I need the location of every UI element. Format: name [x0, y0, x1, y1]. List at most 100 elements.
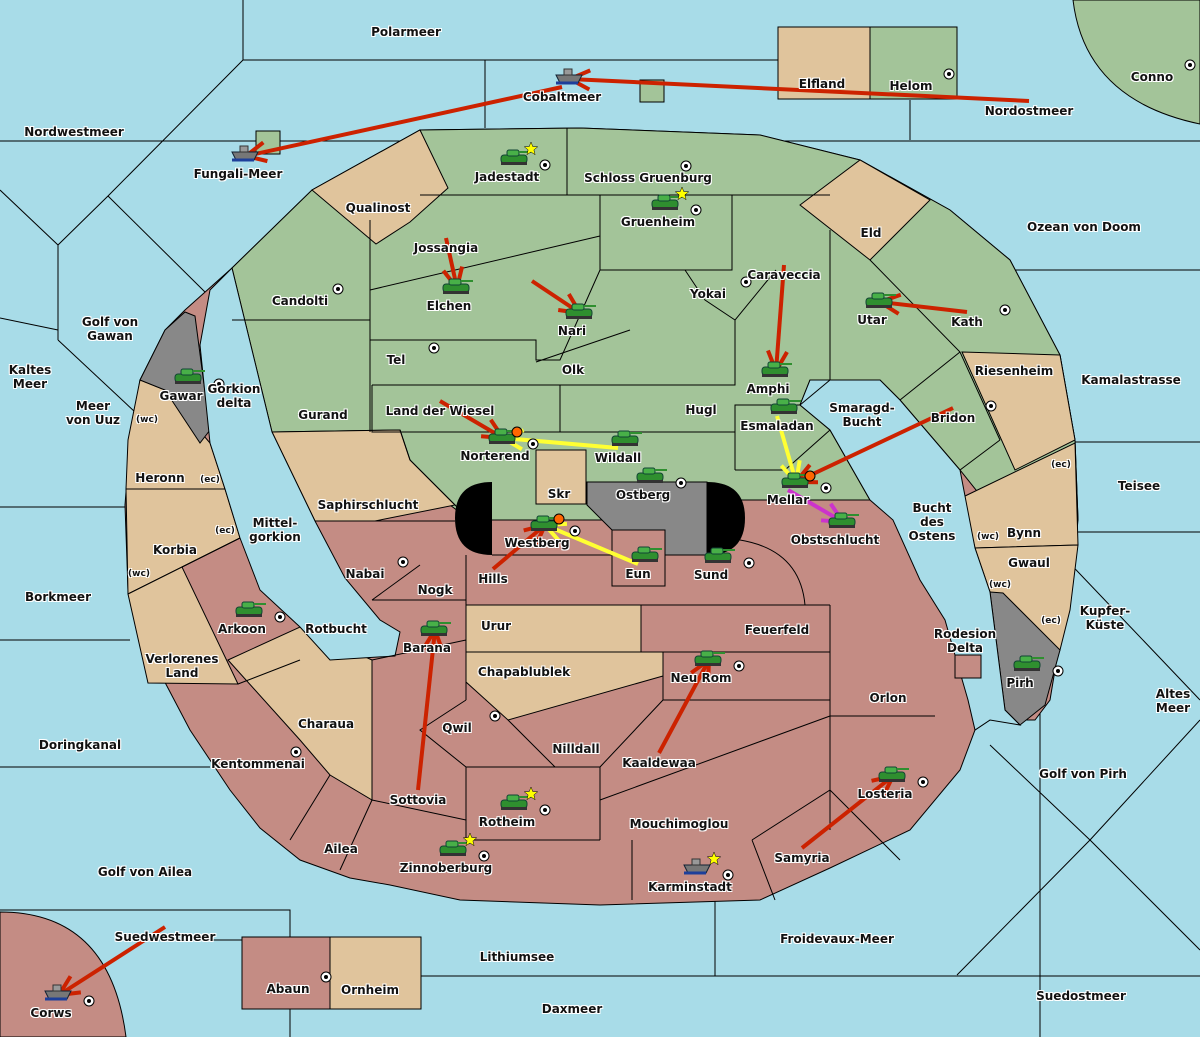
province-label-utar[interactable]: Utar	[857, 313, 887, 327]
province-corws[interactable]	[0, 911, 127, 1037]
sea-label-borkmeer[interactable]: Borkmeer	[25, 590, 91, 604]
fleet-icon[interactable]	[683, 858, 711, 875]
tank-icon[interactable]	[442, 278, 473, 294]
province-elfland[interactable]	[777, 26, 871, 100]
province-label-kaaldewaa[interactable]: Kaaldewaa	[622, 756, 696, 770]
province-qualinost[interactable]	[311, 129, 449, 245]
province-label-feuerfeld[interactable]: Feuerfeld	[744, 623, 810, 637]
tank-icon[interactable]	[636, 467, 667, 483]
province-label-saphirschlucht[interactable]: Saphirschlucht	[317, 498, 419, 512]
province-label-qwil[interactable]: Qwil	[442, 721, 472, 735]
province-label-ostberg[interactable]: Ostberg	[615, 488, 671, 502]
province-label-schloss-gruenburg[interactable]: Schloss Gruenburg	[584, 171, 712, 185]
province-label-land-der-wiesel[interactable]: Land der Wiesel	[385, 404, 495, 418]
province-label-kentommenai[interactable]: Kentommenai	[211, 757, 305, 771]
province-label-hugl[interactable]: Hugl	[685, 403, 717, 417]
province-label-nogk[interactable]: Nogk	[417, 583, 453, 597]
province-label-losteria[interactable]: Losteria	[857, 787, 913, 801]
fleet-icon[interactable]	[555, 68, 583, 85]
sea-label-daxmeer[interactable]: Daxmeer	[541, 1002, 603, 1016]
tank-icon[interactable]	[439, 840, 470, 856]
province-label-conno[interactable]: Conno	[1130, 70, 1174, 84]
sea-label-cobaltmeer[interactable]: Cobaltmeer	[522, 90, 602, 104]
sea-label-kaltes-meer[interactable]: Kaltes Meer	[8, 363, 52, 391]
tank-icon[interactable]	[420, 620, 451, 636]
province-label-corws[interactable]: Corws	[30, 1006, 72, 1020]
province-label-kath[interactable]: Kath	[951, 315, 983, 329]
tank-icon[interactable]	[651, 194, 682, 210]
sea-label-nordostmeer[interactable]: Nordostmeer	[984, 104, 1074, 118]
province-eld[interactable]	[799, 159, 931, 261]
province-label-bridon[interactable]: Bridon	[930, 411, 976, 425]
province-label-riesenheim[interactable]: Riesenheim	[974, 364, 1054, 378]
province-label-eld[interactable]: Eld	[860, 226, 882, 240]
sea-label-froidevaux-meer[interactable]: Froidevaux-Meer	[780, 932, 894, 946]
province-label-candolti[interactable]: Candolti	[271, 294, 329, 308]
province-label-sund[interactable]: Sund	[693, 568, 729, 582]
tank-icon[interactable]	[235, 601, 266, 617]
province-label-ailea[interactable]: Ailea	[324, 842, 358, 856]
province-label-caraveccia[interactable]: Caraveccia	[747, 268, 821, 282]
province-label-elchen[interactable]: Elchen	[426, 299, 472, 313]
province-ornheim[interactable]	[329, 936, 422, 1010]
province-label-chapablublek[interactable]: Chapablublek	[477, 665, 571, 679]
fleet-icon[interactable]	[231, 145, 259, 162]
tank-icon[interactable]	[770, 398, 801, 414]
province-label-hills[interactable]: Hills	[478, 572, 508, 586]
sea-label-polarmeer[interactable]: Polarmeer	[371, 25, 441, 39]
province-label-mellar[interactable]: Mellar	[766, 493, 810, 507]
province-label-korbia[interactable]: Korbia	[152, 543, 198, 557]
province-label-sottovia[interactable]: Sottovia	[389, 793, 447, 807]
tank-icon[interactable]	[565, 303, 596, 319]
sea-label-bucht-des-ostens[interactable]: Bucht des Ostens	[908, 501, 956, 543]
province-label-karminstadt[interactable]: Karminstadt	[648, 880, 732, 894]
sea-label-teisee[interactable]: Teisee	[1117, 479, 1161, 493]
sea-label-nordwestmeer[interactable]: Nordwestmeer	[24, 125, 124, 139]
sea-label-kamalastrasse[interactable]: Kamalastrasse	[1081, 373, 1181, 387]
province-label-samyria[interactable]: Samyria	[774, 851, 830, 865]
tank-icon[interactable]	[704, 547, 735, 563]
tank-icon[interactable]	[828, 512, 859, 528]
tank-icon[interactable]	[694, 650, 725, 666]
province-label-jossangia[interactable]: Jossangia	[413, 241, 479, 255]
tank-icon[interactable]	[174, 368, 205, 384]
province-label-esmaladan[interactable]: Esmaladan	[740, 419, 814, 433]
tank-icon[interactable]	[761, 361, 792, 377]
sea-label-golf-von-pirh[interactable]: Golf von Pirh	[1039, 767, 1127, 781]
province-label-verlorenes-land[interactable]: Verlorenes Land	[145, 652, 219, 680]
province-conno[interactable]	[1072, 0, 1200, 125]
province-riesenheim[interactable]	[961, 351, 1076, 471]
sea-label-fungali-meer[interactable]: Fungali-Meer	[193, 167, 283, 181]
sea-label-ozean-von-doom[interactable]: Ozean von Doom	[1027, 220, 1141, 234]
tank-icon[interactable]	[611, 430, 642, 446]
sea-label-mittel-gorkion[interactable]: Mittel- gorkion	[249, 516, 301, 544]
province-label-bynn[interactable]: Bynn	[1006, 526, 1042, 540]
province-label-nabai[interactable]: Nabai	[345, 567, 385, 581]
sea-label-smaragd-bucht[interactable]: Smaragd- Bucht	[829, 401, 895, 429]
province-abaun[interactable]	[241, 936, 331, 1010]
province-skr[interactable]	[535, 449, 587, 505]
tank-icon[interactable]	[500, 794, 531, 810]
province-label-amphi[interactable]: Amphi	[746, 382, 790, 396]
province-label-arkoon[interactable]: Arkoon	[218, 622, 266, 636]
province-helom[interactable]	[869, 26, 958, 100]
province-label-nari[interactable]: Nari	[557, 324, 587, 338]
sea-label-golf-von-ailea[interactable]: Golf von Ailea	[97, 865, 193, 879]
province-label-gurand[interactable]: Gurand	[298, 408, 348, 422]
province-label-nilldall[interactable]: Nilldall	[552, 742, 600, 756]
province-label-gawar[interactable]: Gawar	[159, 389, 203, 403]
tank-icon[interactable]	[878, 766, 909, 782]
sea-label-doringkanal[interactable]: Doringkanal	[38, 738, 122, 752]
province-label-barana[interactable]: Barana	[403, 641, 451, 655]
province-label-obstschlucht[interactable]: Obstschlucht	[790, 533, 880, 547]
province-label-pirh[interactable]: Pirh	[1006, 676, 1034, 690]
sea-label-suedwestmeer[interactable]: Suedwestmeer	[114, 930, 216, 944]
sea-label-gorkion-delta[interactable]: Gorkion delta	[207, 382, 261, 410]
province-label-gruenheim[interactable]: Gruenheim	[620, 215, 696, 229]
province-label-westberg[interactable]: Westberg	[504, 536, 570, 550]
province-label-norterend[interactable]: Norterend	[460, 449, 530, 463]
province-label-orlon[interactable]: Orlon	[869, 691, 907, 705]
tank-icon[interactable]	[631, 546, 662, 562]
fleet-icon[interactable]	[44, 984, 72, 1001]
